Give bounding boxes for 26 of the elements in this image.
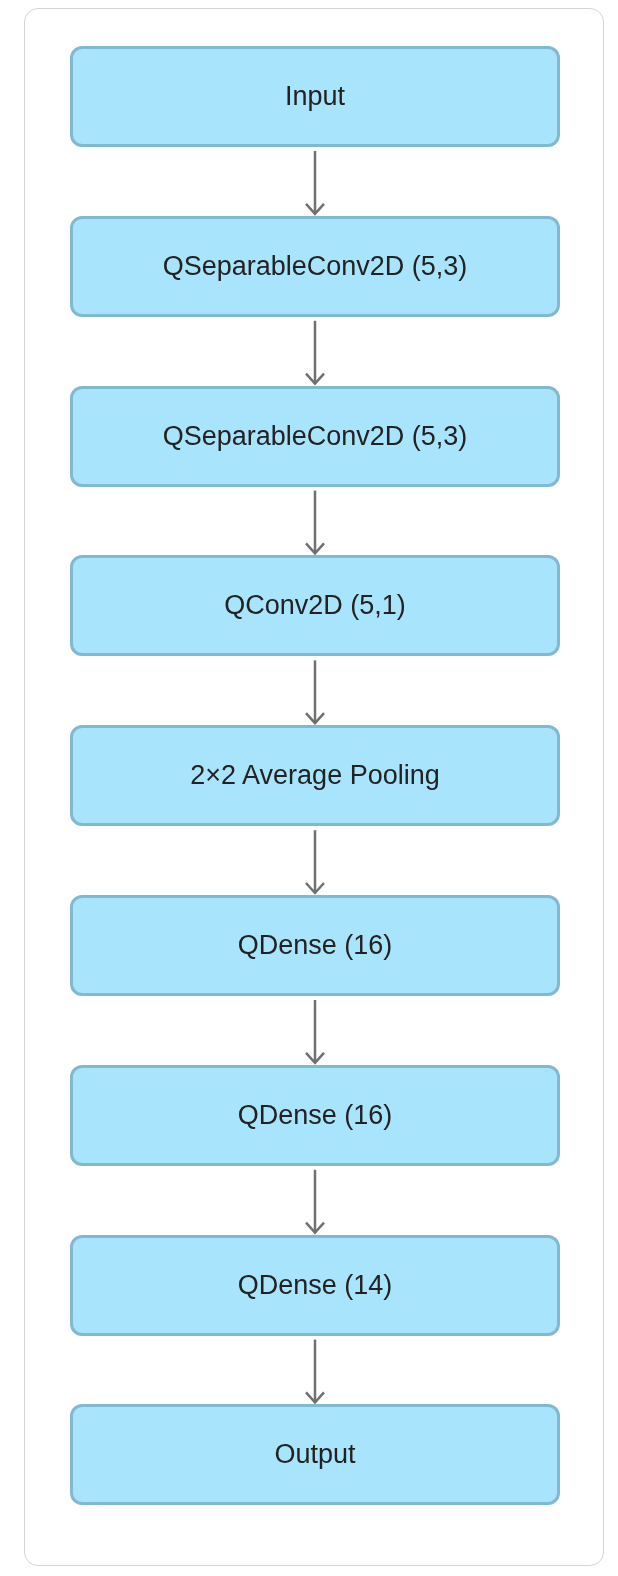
layer-label: QDense (14) [237,1269,393,1301]
layer-label: Output [274,1439,356,1471]
layer-box [70,1234,560,1336]
layer-label: QDense (16) [237,1099,393,1131]
layer-box [70,725,560,827]
arrow [304,1339,326,1404]
layer-label: 2×2 Average Pooling [190,760,440,792]
arrow [304,490,326,555]
layer-box [70,46,560,147]
layer-box [70,1064,560,1166]
arrow [304,1169,326,1234]
arrow [304,830,326,895]
layer-label: Input [284,81,346,112]
layer-box [70,1404,560,1506]
layer-label: QSeparableConv2D (5,3) [162,420,468,452]
layer-box [70,215,560,317]
arrow [304,320,326,385]
layer-box [70,385,560,487]
layer-box [70,895,560,996]
arrow [304,1000,326,1065]
layer-label: QSeparableConv2D (5,3) [162,250,468,282]
layer-box [70,555,560,657]
layer-label: QDense (16) [237,930,393,961]
arrow [304,660,326,725]
layer-label: QConv2D (5,1) [224,590,406,622]
arrow [304,151,326,216]
